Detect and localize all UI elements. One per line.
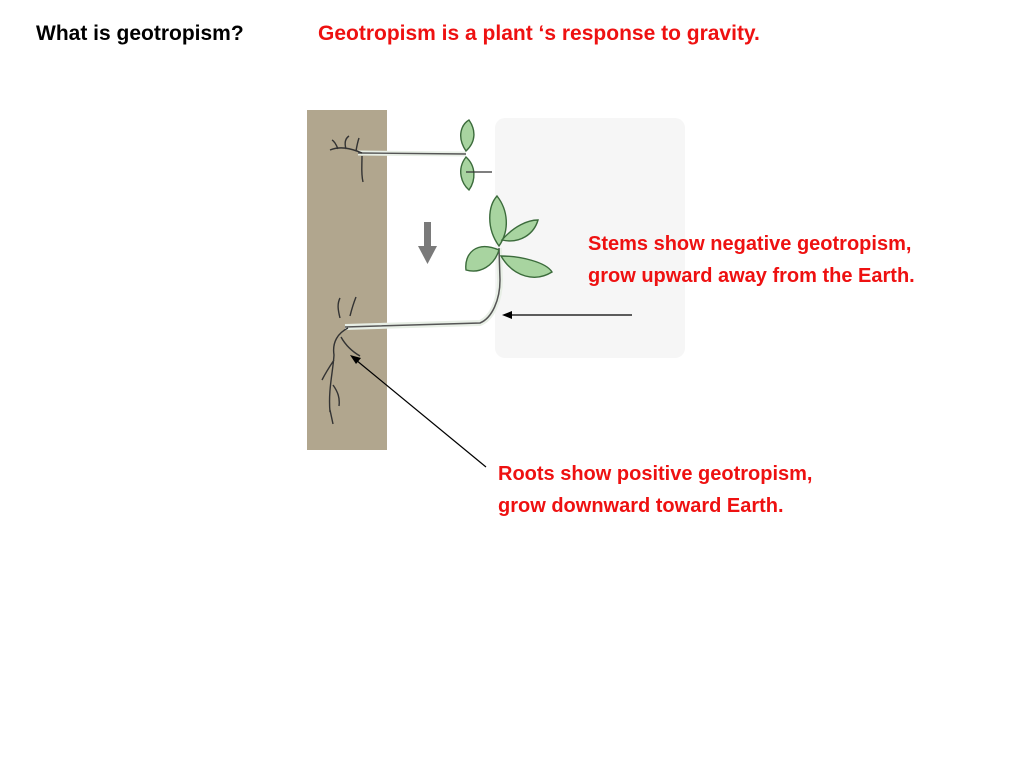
root-annotation-line1: Roots show positive geotropism, (498, 463, 813, 485)
root-annotation: Roots show positive geotropism, grow dow… (498, 458, 812, 522)
seedling-before (329, 119, 492, 192)
stem-annotation-line2: grow upward away from the Earth. (588, 265, 915, 287)
stem-pointer-arrow (502, 311, 632, 319)
question-title: What is geotropism? (36, 22, 244, 45)
stem-annotation: Stems show negative geotropism, grow upw… (588, 228, 915, 292)
root-pointer-arrow (350, 355, 487, 468)
soil-column (307, 110, 387, 450)
gravity-arrow-icon (418, 222, 437, 264)
root-annotation-line2: grow downward toward Earth. (498, 495, 784, 517)
stem-annotation-line1: Stems show negative geotropism, (588, 233, 912, 255)
faded-background (495, 118, 685, 358)
seedling-after (321, 194, 553, 425)
definition-text: Geotropism is a plant ‘s response to gra… (318, 22, 760, 45)
